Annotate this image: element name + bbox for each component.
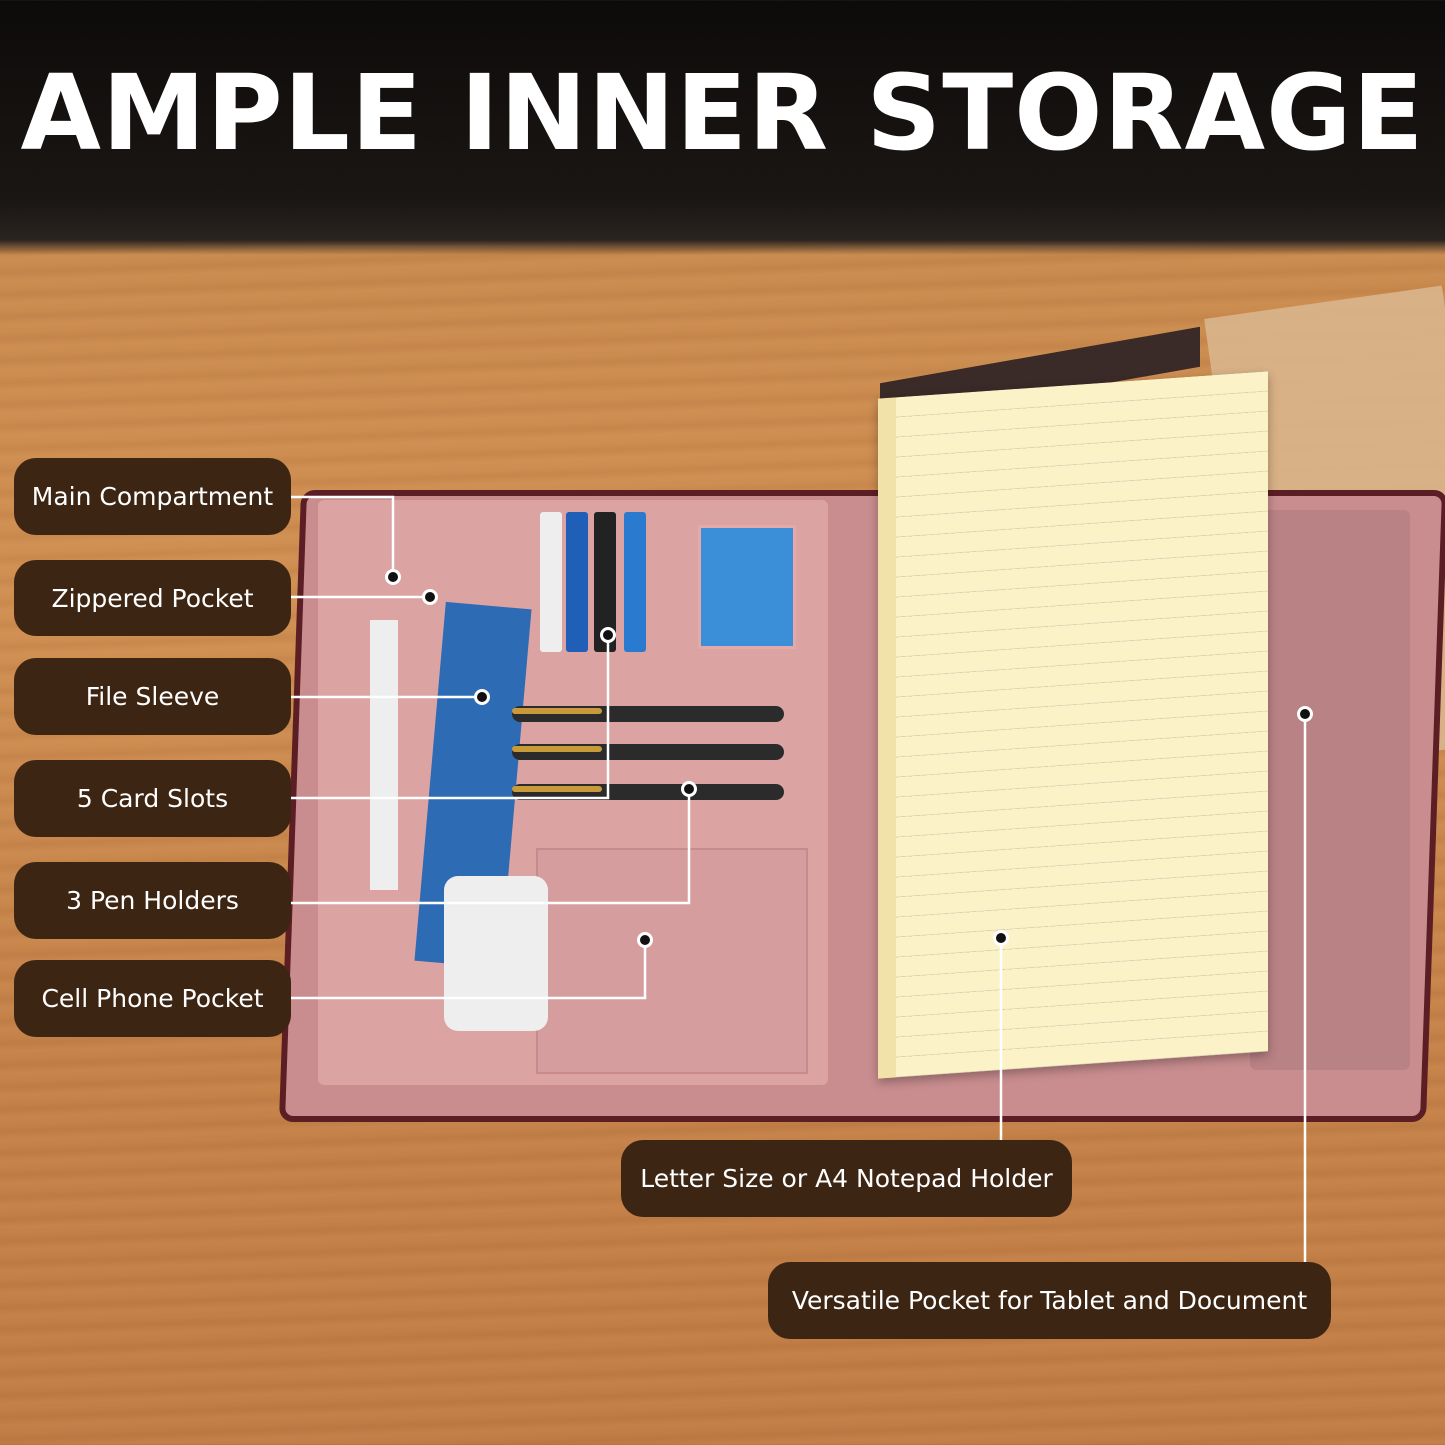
phone-pocket [536,848,808,1074]
tablet-pocket [1250,510,1410,1070]
documents [370,620,398,890]
label-file-sleeve: File Sleeve [14,658,291,735]
label-tablet-pocket: Versatile Pocket for Tablet and Document [768,1262,1331,1339]
marker-dot [1297,706,1313,722]
label-pen-holders: 3 Pen Holders [14,862,291,939]
marker-dot [385,569,401,585]
pen [512,744,784,760]
pen [512,784,784,800]
label-main-compartment: Main Compartment [14,458,291,535]
label-notepad-holder: Letter Size or A4 Notepad Holder [621,1140,1072,1217]
headline: AMPLE INNER STORAGE [20,52,1425,174]
card [594,512,616,652]
card [566,512,588,652]
id-card [698,525,796,649]
marker-dot [993,930,1009,946]
pen [512,706,784,722]
card [540,512,562,652]
card [624,512,646,652]
label-card-slots: 5 Card Slots [14,760,291,837]
marker-dot [474,689,490,705]
label-zippered-pocket: Zippered Pocket [14,560,291,636]
marker-dot [422,589,438,605]
marker-dot [637,932,653,948]
marker-dot [681,781,697,797]
label-cell-phone-pocket: Cell Phone Pocket [14,960,291,1037]
marker-dot [600,627,616,643]
